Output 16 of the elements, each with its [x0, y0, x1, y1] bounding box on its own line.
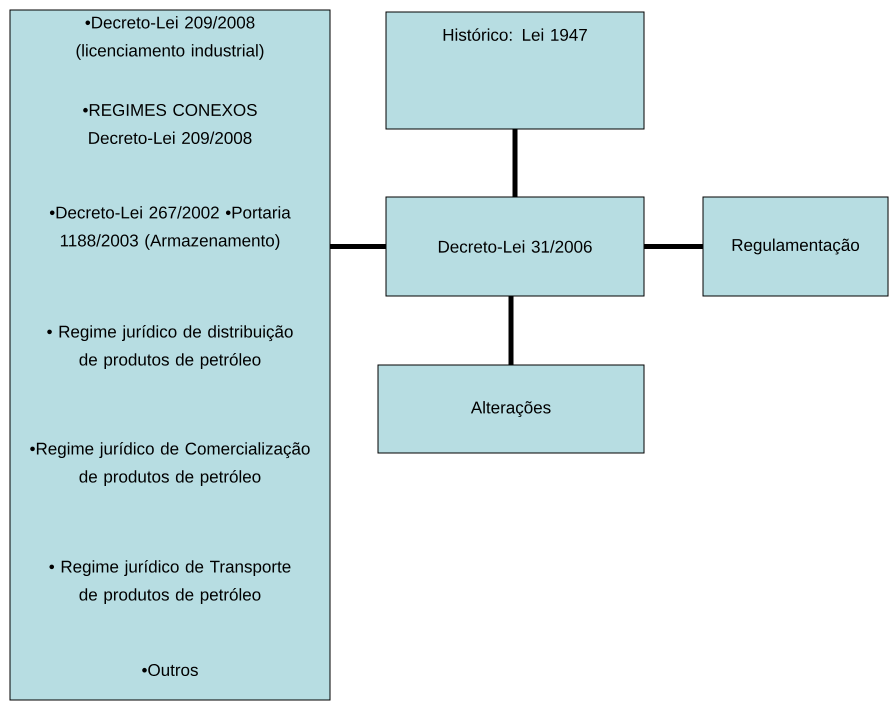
list-item: •Decreto-Lei 209/2008 (licenciamento industrial): [76, 16, 264, 60]
connector-line: [330, 244, 386, 249]
law-list-box: [10, 10, 330, 700]
connector-line: [644, 244, 702, 249]
history-box: Histórico: Lei 1947: [386, 12, 644, 130]
list-item: •Regime jurídico de Comercialização de produtos de petróleo: [30, 442, 310, 486]
list-item: •Outros: [142, 664, 198, 676]
connector-line: [512, 130, 518, 196]
regulation-box: Regulamentação: [702, 196, 889, 296]
amendments-box: Alterações: [378, 364, 644, 454]
list-item: •Decreto-Lei 267/2002 •Portaria 1188/2003 (Armazenamento): [50, 206, 291, 250]
list-item: • Regime jurídico de distribuição de produtos de petróleo: [47, 324, 293, 370]
list-item: • Regime jurídico de Transporte de produtos de petróleo: [49, 560, 290, 604]
connector-line: [508, 296, 514, 364]
list-item: •REGIMES CONEXOS Decreto-Lei 209/2008: [83, 104, 257, 144]
decree-box: Decreto-Lei 31/2006: [386, 196, 644, 296]
